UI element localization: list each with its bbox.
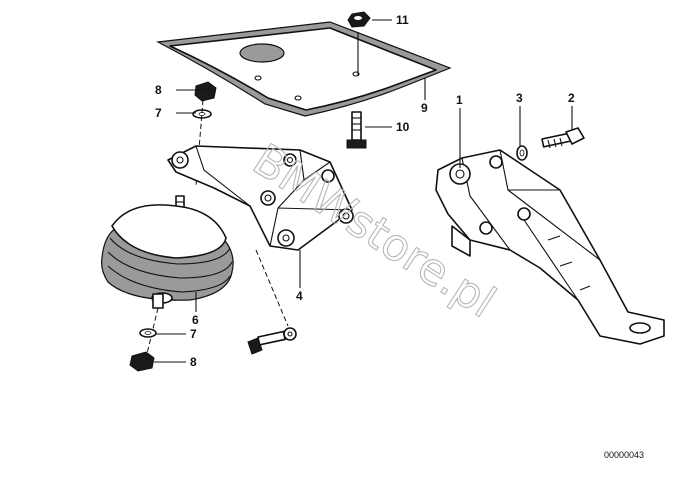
- part-label-8-top: 8: [155, 83, 162, 97]
- diagram-reference-number: 00000043: [604, 450, 644, 460]
- bolt-2: [541, 127, 585, 149]
- part-label-6: 6: [192, 313, 199, 327]
- nut-8-bottom: [129, 351, 155, 372]
- bolt-10: [346, 111, 367, 149]
- part-label-4: 4: [296, 289, 303, 303]
- part-label-10: 10: [396, 120, 410, 134]
- part-label-3: 3: [516, 91, 523, 105]
- part-label-7-top: 7: [155, 106, 162, 120]
- nut-8-top: [194, 81, 217, 102]
- heat-shield-plate: [156, 21, 452, 117]
- rubber-mount: [101, 195, 234, 309]
- part-label-2: 2: [568, 91, 575, 105]
- part-label-9: 9: [421, 101, 428, 115]
- engine-bracket: [167, 145, 354, 251]
- washer-7-bottom: [139, 328, 157, 338]
- washer-3: [516, 145, 528, 161]
- nut-11: [347, 11, 371, 28]
- part-label-7-bottom: 7: [190, 327, 197, 341]
- bolt-bracket-bottom: [247, 327, 297, 355]
- part-label-1: 1: [456, 93, 463, 107]
- part-label-8-bottom: 8: [190, 355, 197, 369]
- part-label-11: 11: [396, 13, 409, 27]
- support-arm: [435, 149, 665, 345]
